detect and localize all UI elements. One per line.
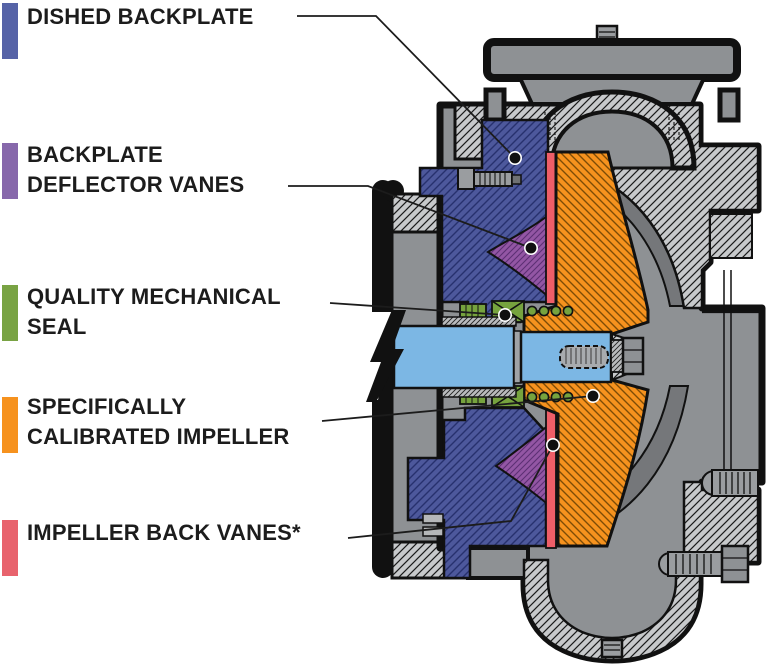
frame-bolts-small xyxy=(422,513,444,537)
swatch-backplate-deflector-vanes xyxy=(2,143,18,199)
label-specifically-calibrated-impeller: SPECIFICALLY CALIBRATED IMPELLER xyxy=(27,392,290,452)
swatch-quality-mechanical-seal xyxy=(2,285,18,341)
shaft-sleeve-lower xyxy=(441,387,517,398)
shaft-break-symbol xyxy=(366,310,406,402)
leader-lines xyxy=(288,15,594,539)
pump-shaft xyxy=(356,310,645,402)
backplate-stud xyxy=(457,167,522,190)
discharge-flange xyxy=(483,38,741,82)
label-line: SEAL xyxy=(27,314,87,339)
backplate-deflector-vanes-part xyxy=(486,211,551,509)
leader-mechanical-seal xyxy=(329,302,506,316)
label-dished-backplate: DISHED BACKPLATE xyxy=(27,2,253,32)
dot-dished-backplate xyxy=(507,151,522,166)
label-line: DISHED BACKPLATE xyxy=(27,4,254,29)
label-quality-mechanical-seal: QUALITY MECHANICAL SEAL xyxy=(27,282,281,342)
label-line: CALIBRATED IMPELLER xyxy=(27,424,290,449)
label-line: IMPELLER BACK VANES* xyxy=(27,520,301,545)
shaft-end-nut xyxy=(621,336,645,376)
leader-deflector-vanes xyxy=(288,185,532,249)
label-backplate-deflector-vanes: BACKPLATE DEFLECTOR VANES xyxy=(27,140,244,200)
casing-foot xyxy=(466,546,530,580)
bottom-bolt xyxy=(600,638,624,659)
label-line: DEFLECTOR VANES xyxy=(27,172,245,197)
label-line: SPECIFICALLY xyxy=(27,394,187,419)
leader-dots xyxy=(497,151,600,452)
swatch-impeller-back-vanes xyxy=(2,520,18,576)
label-line: BACKPLATE xyxy=(27,142,163,167)
leader-impeller xyxy=(321,395,594,422)
leader-back-vanes xyxy=(347,444,554,539)
dot-mechanical-seal xyxy=(497,307,512,322)
leader-dished-backplate xyxy=(297,15,516,159)
dome-tab-left xyxy=(483,87,507,123)
fasteners xyxy=(422,167,759,659)
label-impeller-back-vanes: IMPELLER BACK VANES* xyxy=(27,518,301,548)
dome-tab-right xyxy=(717,87,741,123)
casing-bolt-right-upper xyxy=(701,469,759,497)
dot-deflector-vanes xyxy=(523,241,538,256)
label-line: QUALITY MECHANICAL xyxy=(27,284,281,309)
swatch-specifically-calibrated-impeller xyxy=(2,397,18,453)
discharge-assembly xyxy=(483,24,741,171)
flange-block-right xyxy=(709,213,753,259)
dot-back-vanes xyxy=(545,437,560,452)
casing-bolt-right-lower xyxy=(658,544,750,584)
swatch-dished-backplate xyxy=(2,3,18,59)
dot-impeller xyxy=(585,388,600,403)
